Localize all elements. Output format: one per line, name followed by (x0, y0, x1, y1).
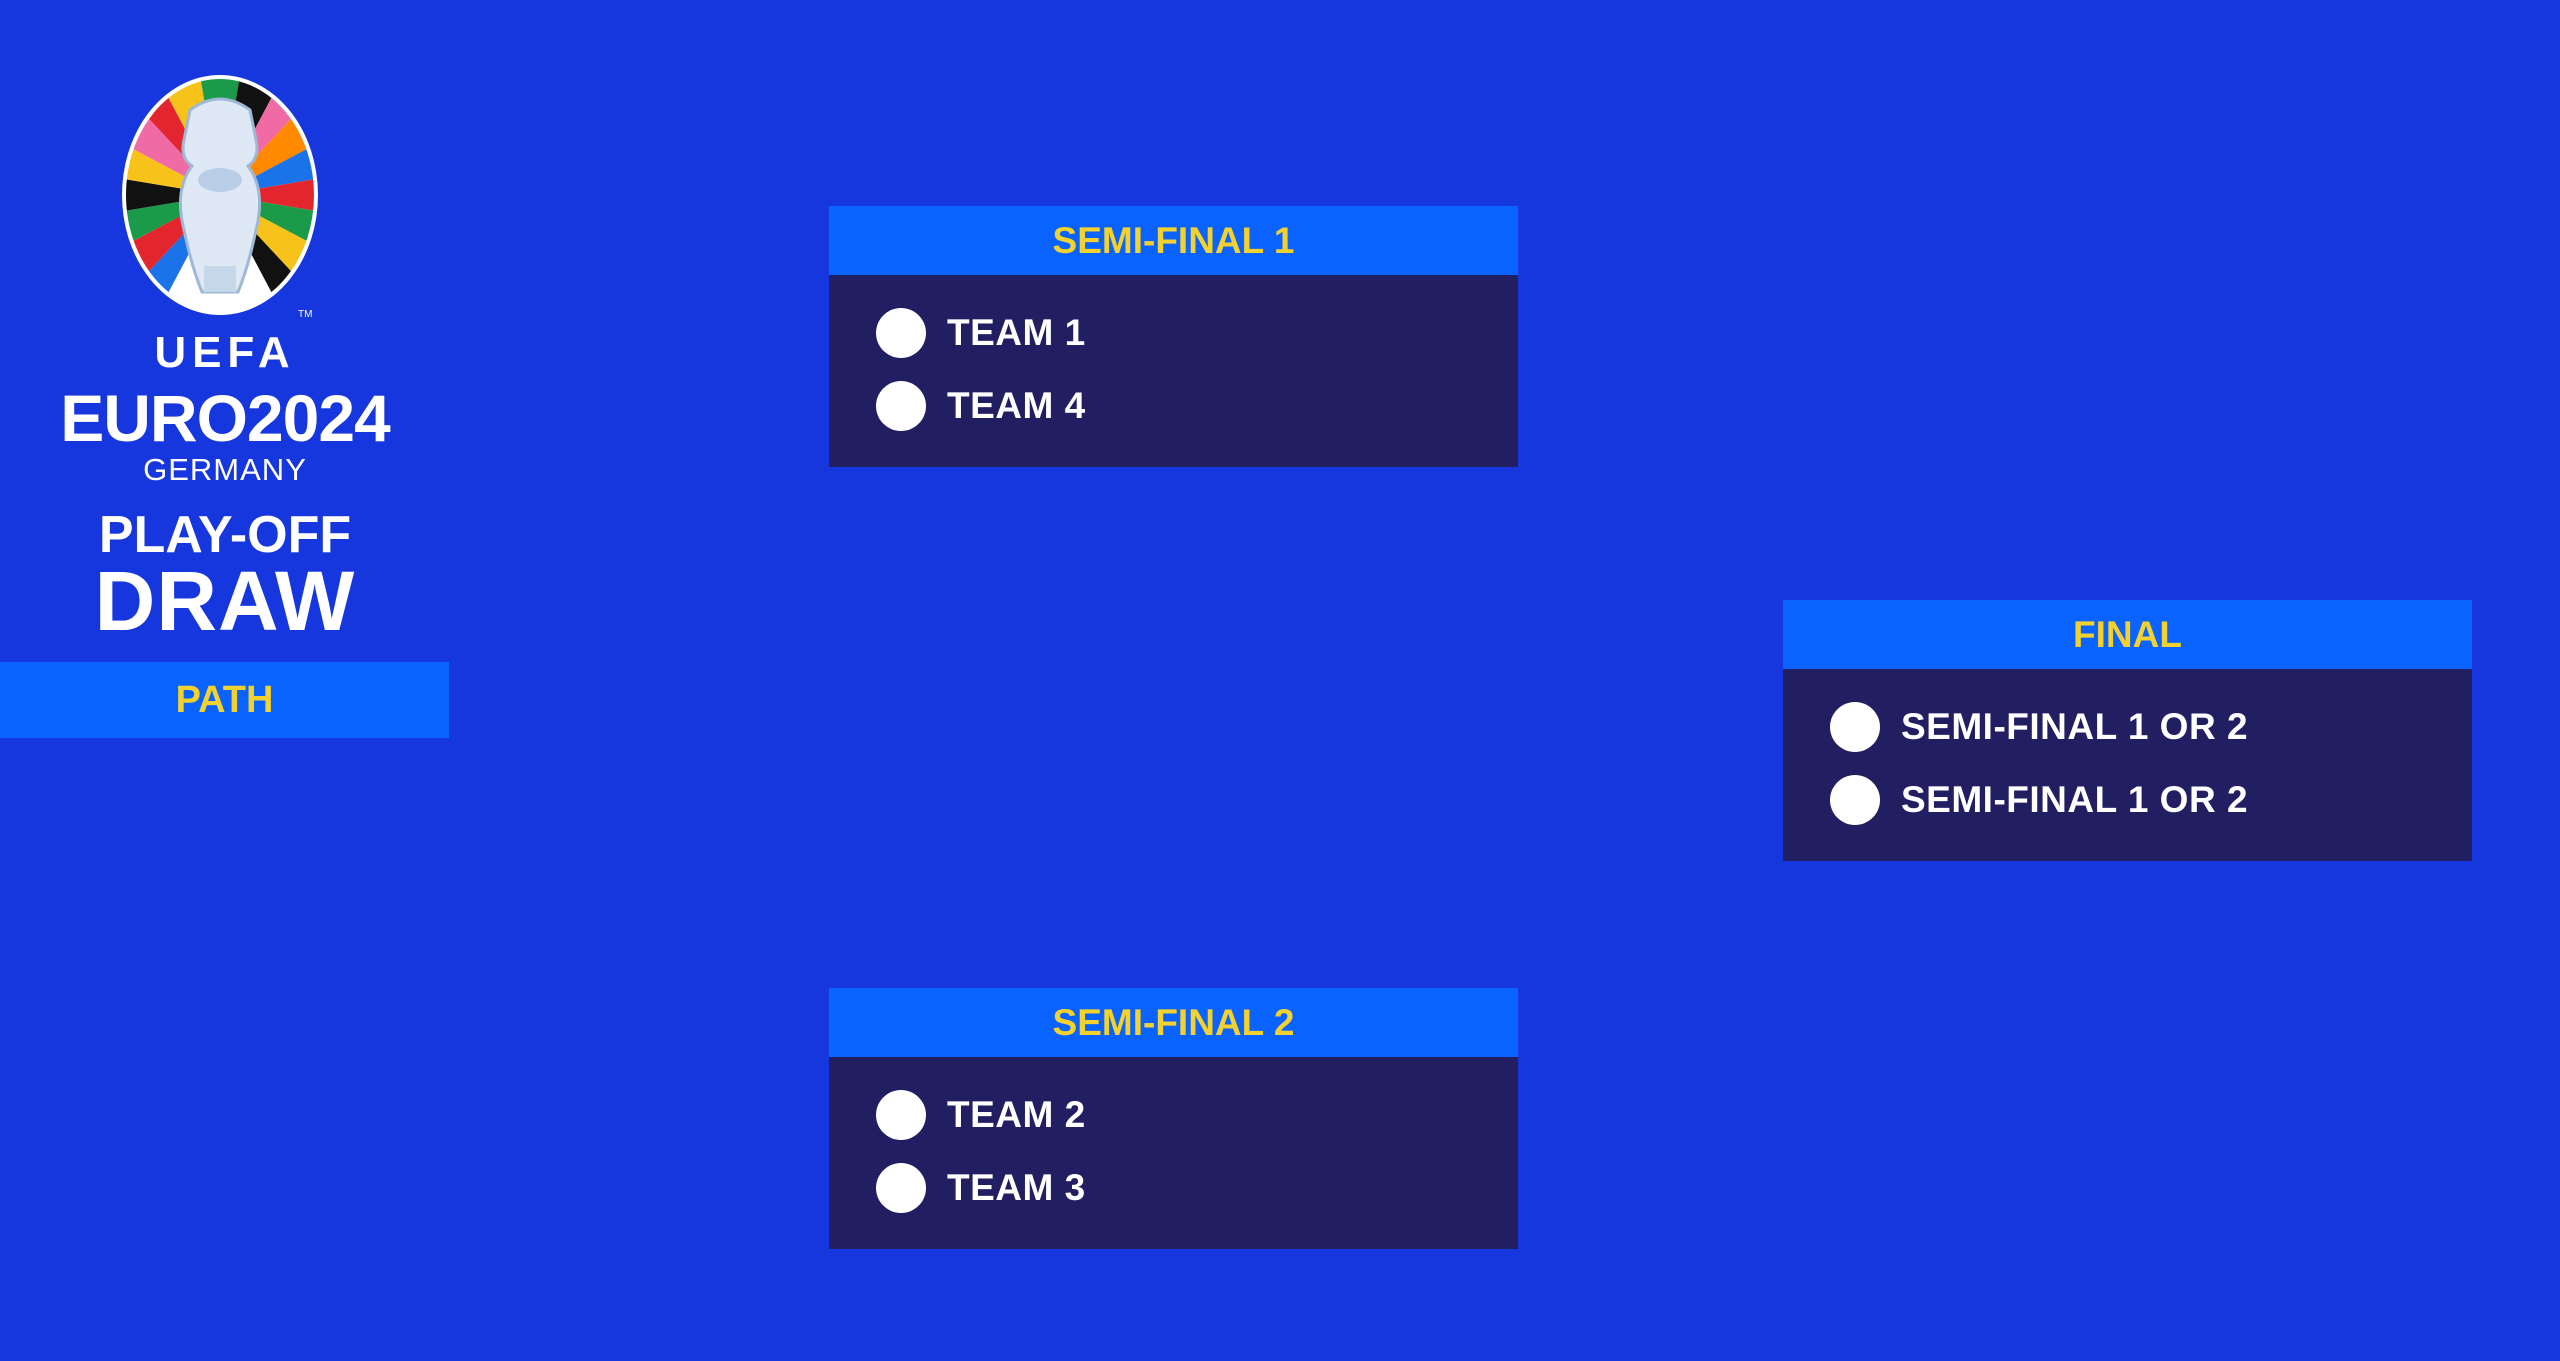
team-row: SEMI-FINAL 1 OR 2 (1830, 774, 2472, 826)
team-row: SEMI-FINAL 1 OR 2 (1830, 701, 2472, 753)
final-title: FINAL (1783, 600, 2472, 669)
trademark-mark: TM (298, 309, 312, 320)
team-name: TEAM 1 (947, 312, 1086, 353)
team-placeholder-icon (876, 1090, 926, 1140)
host-country: GERMANY (143, 452, 307, 487)
semi-final-1-card: SEMI-FINAL 1 TEAM 1 TEAM 4 (829, 206, 1518, 467)
page-title-line2: DRAW (94, 554, 356, 648)
team-row: TEAM 4 (876, 380, 1518, 432)
team-name: TEAM 3 (947, 1167, 1086, 1208)
team-name: TEAM 2 (947, 1094, 1086, 1135)
semi-final-2-title: SEMI-FINAL 2 (829, 988, 1518, 1057)
semi-final-1-title: SEMI-FINAL 1 (829, 206, 1518, 275)
team-name: TEAM 4 (947, 385, 1086, 426)
team-placeholder-icon (1830, 775, 1880, 825)
final-teams: SEMI-FINAL 1 OR 2 SEMI-FINAL 1 OR 2 (1783, 669, 2472, 861)
team-name: SEMI-FINAL 1 OR 2 (1901, 706, 2249, 747)
team-row: TEAM 1 (876, 307, 1518, 359)
uefa-wordmark: UEFA (154, 328, 296, 377)
team-placeholder-icon (1830, 702, 1880, 752)
euro-trophy-icon: TM (120, 70, 320, 320)
path-label: PATH (0, 662, 449, 738)
semi-final-1-teams: TEAM 1 TEAM 4 (829, 275, 1518, 467)
semi-final-2-card: SEMI-FINAL 2 TEAM 2 TEAM 3 (829, 988, 1518, 1249)
team-placeholder-icon (876, 308, 926, 358)
page-title-line1: PLAY-OFF (98, 506, 352, 564)
team-placeholder-icon (876, 381, 926, 431)
final-card: FINAL SEMI-FINAL 1 OR 2 SEMI-FINAL 1 OR … (1783, 600, 2472, 861)
euro2024-wordmark: EURO2024 (60, 381, 391, 455)
semi-final-2-teams: TEAM 2 TEAM 3 (829, 1057, 1518, 1249)
team-row: TEAM 3 (876, 1162, 1518, 1214)
team-name: SEMI-FINAL 1 OR 2 (1901, 779, 2249, 820)
team-placeholder-icon (876, 1163, 926, 1213)
team-row: TEAM 2 (876, 1089, 1518, 1141)
